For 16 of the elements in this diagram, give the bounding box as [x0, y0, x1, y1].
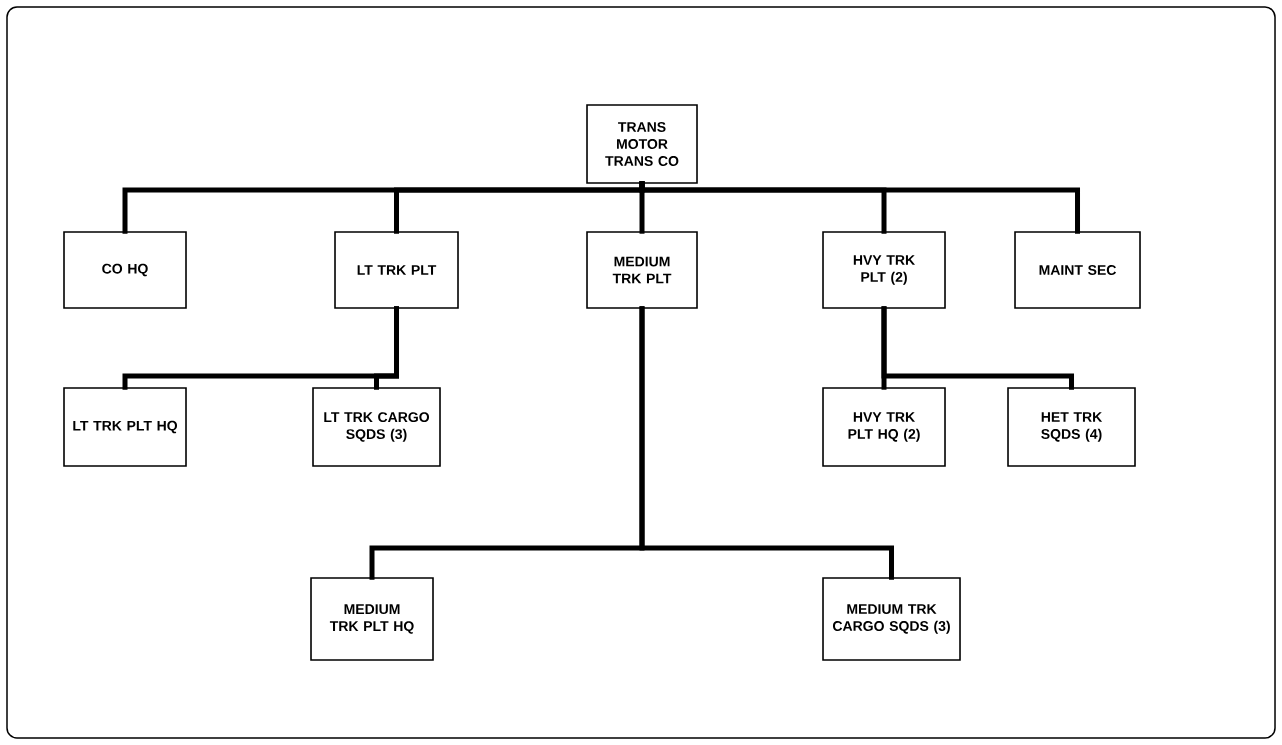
unit-box: LT TRK PLT — [334, 231, 459, 309]
unit-box: HVY TRK PLT HQ (2) — [822, 387, 946, 467]
unit-box: LT TRK PLT HQ — [63, 387, 187, 467]
connector-line — [374, 306, 399, 390]
connector-line — [639, 181, 1080, 234]
unit-box: LT TRK CARGO SQDS (3) — [312, 387, 441, 467]
unit-box: CO HQ — [63, 231, 187, 309]
unit-box: MEDIUM TRK CARGO SQDS (3) — [822, 577, 961, 661]
connector-line — [639, 306, 894, 580]
unit-box: MEDIUM TRK PLT — [586, 231, 698, 309]
connector-line — [881, 306, 1074, 390]
unit-box: HVY TRK PLT (2) — [822, 231, 946, 309]
unit-box: HET TRK SQDS (4) — [1007, 387, 1136, 467]
unit-box: MEDIUM TRK PLT HQ — [310, 577, 434, 661]
unit-box: MAINT SEC — [1014, 231, 1141, 309]
unit-box: TRANS MOTOR TRANS CO — [586, 104, 698, 184]
